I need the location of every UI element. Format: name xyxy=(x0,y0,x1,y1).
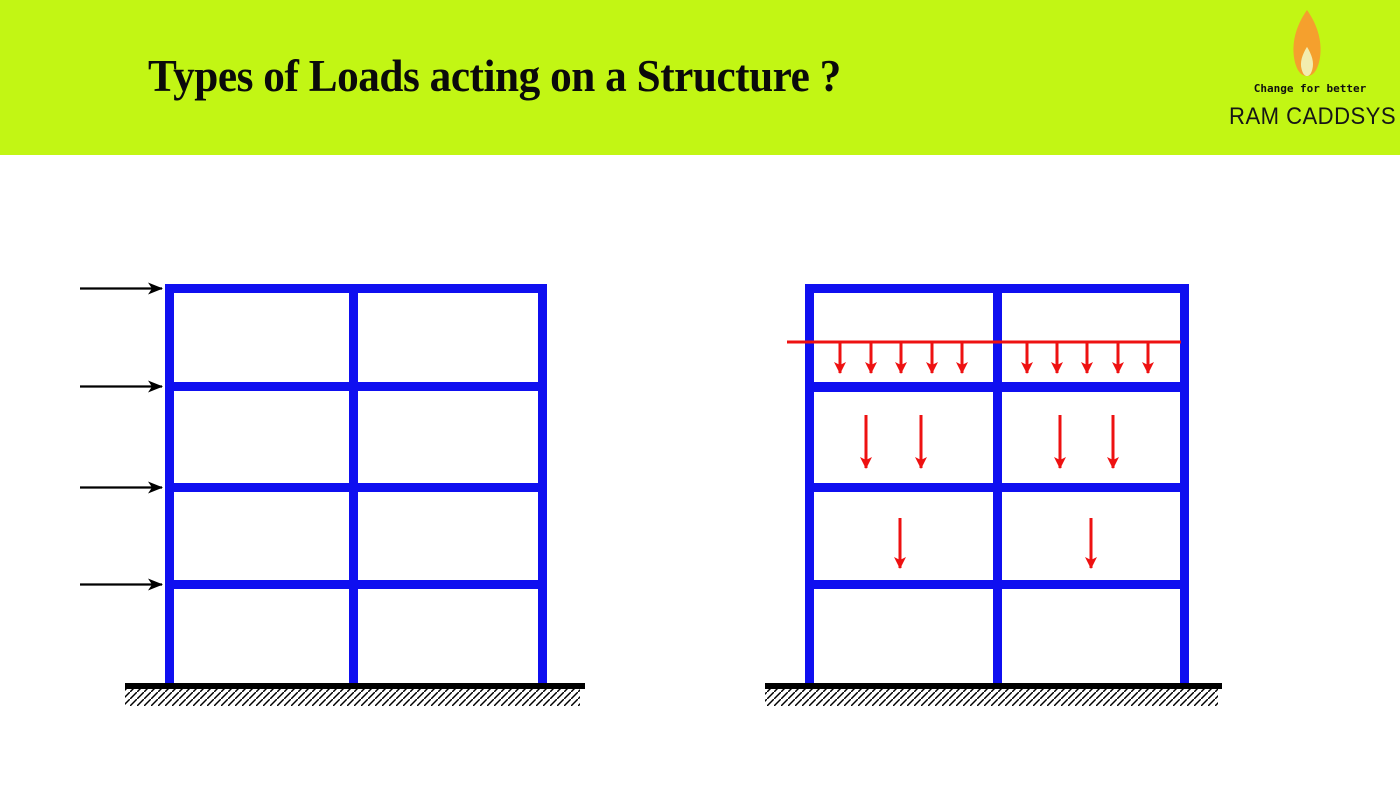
ground-line xyxy=(125,683,585,689)
ground-hatch xyxy=(125,689,580,706)
lower-story-point-loads xyxy=(894,518,1097,569)
mid-story-point-loads xyxy=(860,415,1119,469)
header-band: Types of Loads acting on a Structure ? C… xyxy=(0,0,1400,155)
frame-left xyxy=(165,284,547,685)
page-title: Types of Loads acting on a Structure ? xyxy=(148,50,841,101)
gravity-load-diagram xyxy=(765,284,1222,706)
ground-hatch xyxy=(765,689,1218,706)
frame-right xyxy=(805,284,1189,685)
ground-line xyxy=(765,683,1222,689)
logo-brand: RAM CADDSYS xyxy=(1229,103,1397,130)
roof-distributed-load xyxy=(787,340,1181,374)
lateral-load-arrows xyxy=(80,282,163,591)
flame-icon xyxy=(1293,9,1321,77)
logo-tagline: Change for better xyxy=(1253,82,1367,95)
lateral-load-diagram xyxy=(80,282,585,706)
